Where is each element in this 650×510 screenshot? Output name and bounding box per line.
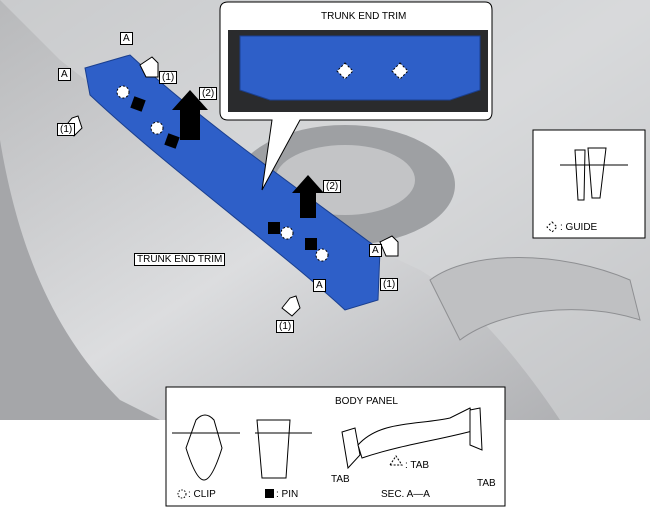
- step-label: (2): [199, 87, 218, 100]
- pin-icons: [130, 96, 317, 250]
- step-label: (1): [57, 123, 76, 136]
- tab-legend-icon: [389, 455, 403, 466]
- section-mark-a: A: [120, 32, 133, 45]
- step-label: (1): [276, 320, 295, 333]
- pin-legend-icon: [265, 489, 274, 498]
- tab-label: TAB: [477, 478, 496, 489]
- section-mark-a: A: [369, 244, 382, 257]
- clip-icons: [116, 85, 329, 262]
- trunk-end-trim-label: TRUNK END TRIM: [134, 253, 226, 266]
- inset-trim-label: TRUNK END TRIM: [320, 11, 408, 22]
- guide-legend: : GUIDE: [560, 222, 598, 233]
- section-mark-a: A: [313, 279, 326, 292]
- pin-legend: : PIN: [276, 489, 299, 500]
- section-mark-a: A: [58, 68, 71, 81]
- step-label: (1): [380, 278, 399, 291]
- section-label: SEC. A—A: [381, 489, 430, 500]
- body-panel-label: BODY PANEL: [334, 396, 399, 407]
- lift-arrow-icons: [172, 90, 324, 218]
- tab-label: TAB: [331, 474, 350, 485]
- clip-legend-icon: [177, 489, 187, 499]
- step-label: (2): [323, 180, 342, 193]
- clip-legend: : CLIP: [188, 489, 216, 500]
- tab-legend: : TAB: [405, 460, 430, 471]
- step-label: (1): [159, 71, 178, 84]
